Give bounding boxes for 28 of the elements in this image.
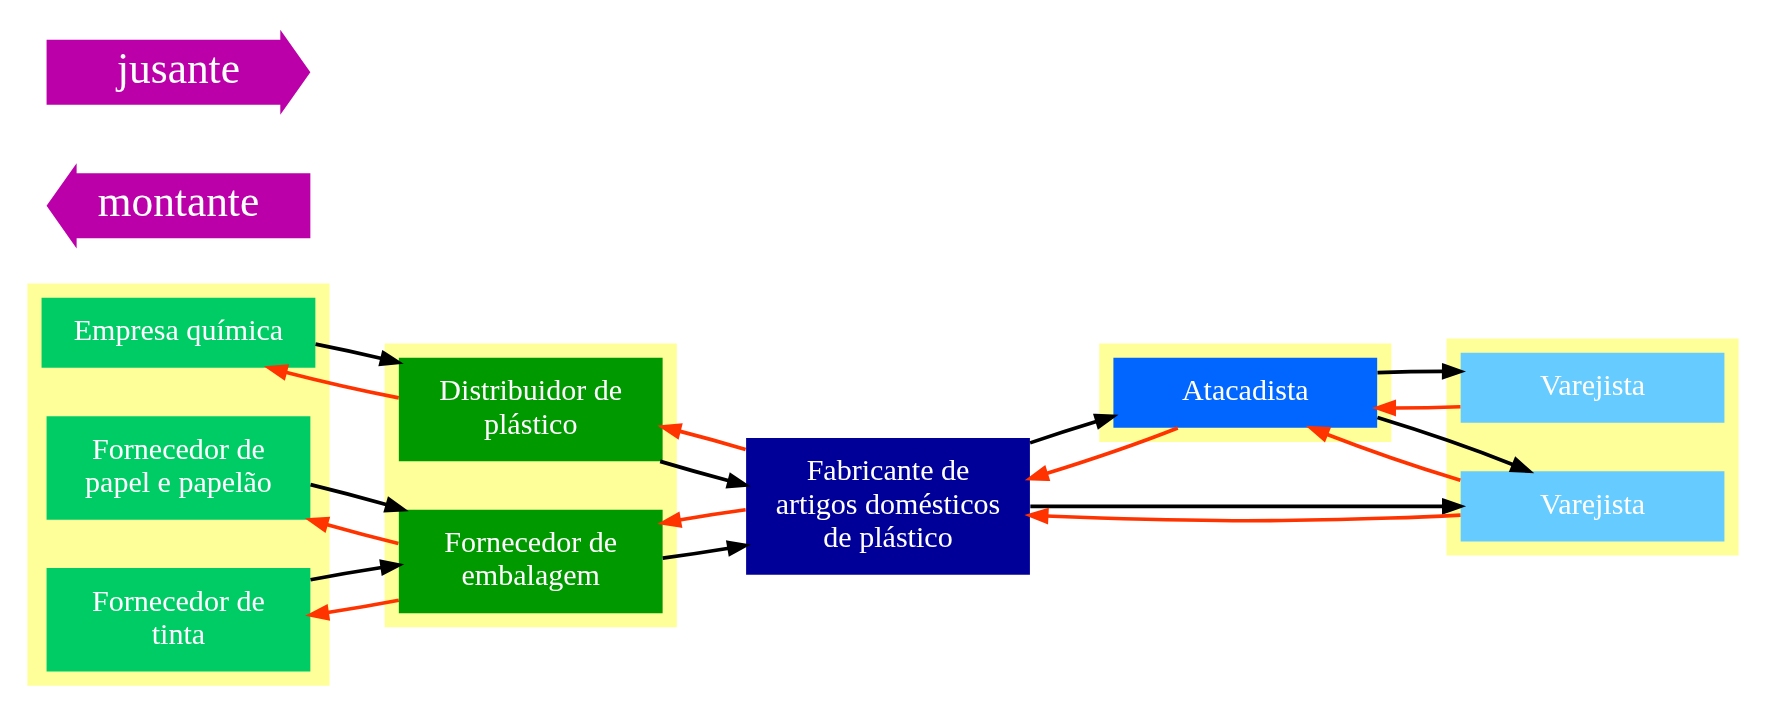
arrow bbox=[657, 507, 746, 528]
arrow bbox=[662, 539, 752, 560]
arrow bbox=[1376, 415, 1535, 473]
node-box: Empresa química bbox=[41, 297, 316, 368]
arrow bbox=[1024, 425, 1179, 481]
node-box: Fornecedor de tinta bbox=[46, 567, 311, 672]
arrow bbox=[657, 422, 747, 451]
node-box: Fabricante de artigos domésticos de plástico bbox=[746, 437, 1030, 575]
arrow bbox=[315, 341, 404, 366]
arrow bbox=[304, 516, 399, 545]
node-box: Fornecedor de papel e papelão bbox=[46, 415, 311, 520]
node-box: Atacadista bbox=[1113, 357, 1378, 428]
node-box: Varejista bbox=[1460, 352, 1725, 423]
node-box: Varejista bbox=[1460, 470, 1725, 541]
arrow bbox=[1371, 399, 1461, 416]
node-box: Fornecedor de embalagem bbox=[398, 509, 663, 613]
arrow bbox=[1305, 425, 1461, 482]
arrow bbox=[1030, 497, 1467, 515]
arrow bbox=[1377, 362, 1466, 380]
arrow bbox=[310, 482, 409, 513]
node-box: Distribuidor de plástico bbox=[398, 357, 663, 461]
cluster bbox=[1446, 338, 1739, 556]
arrow bbox=[1029, 413, 1119, 445]
arrow bbox=[305, 597, 400, 621]
arrow bbox=[263, 363, 400, 400]
arrow bbox=[310, 558, 405, 582]
arrow bbox=[1024, 507, 1461, 524]
arrow bbox=[659, 459, 751, 489]
